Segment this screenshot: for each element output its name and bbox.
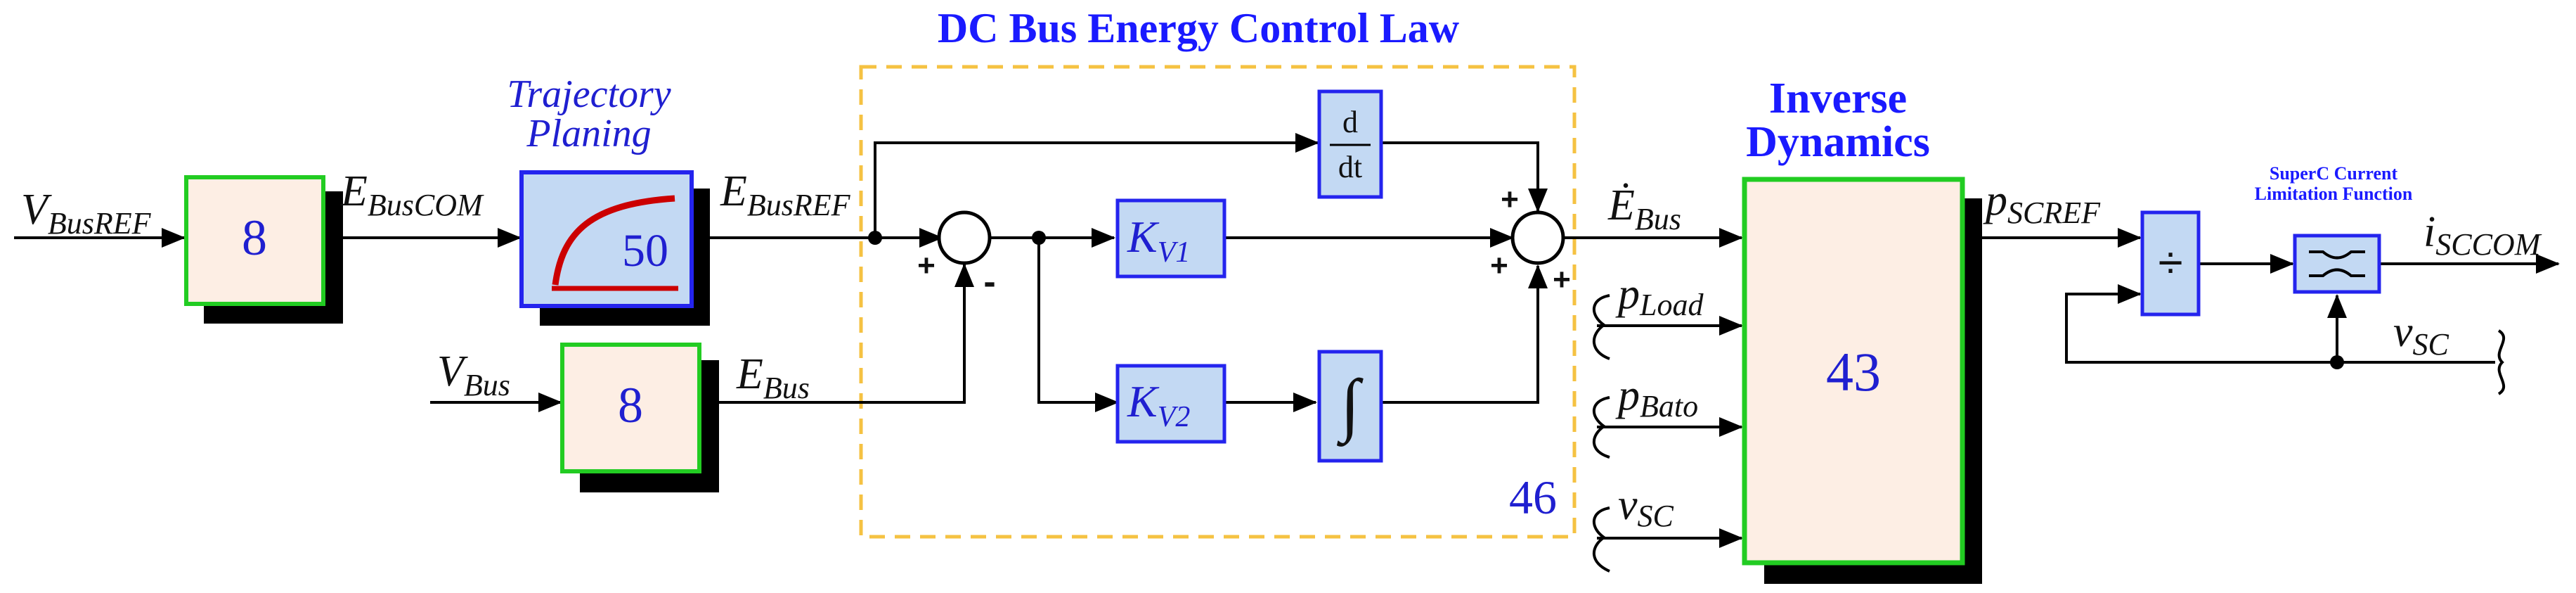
label-pscref: pSCREF <box>1983 177 2101 230</box>
gain-vbusref-value: 8 <box>242 210 267 266</box>
wire-integrator-sum2 <box>1381 264 1548 404</box>
inverse-dynamics-title-line1: Inverse <box>1769 75 1907 122</box>
gain-vbusref-block[interactable] <box>184 175 325 306</box>
derivative-numerator: d <box>1342 105 1358 139</box>
limiter-icon-top <box>2309 250 2365 260</box>
label-vbus: VBus <box>437 347 510 402</box>
label-vsc-feedback: vSC <box>2393 308 2449 362</box>
integrator-block[interactable] <box>1317 350 1383 463</box>
sum2-junction[interactable] <box>1510 210 1565 265</box>
brace-pbato <box>1592 396 1610 459</box>
control-law-frame <box>859 65 1577 539</box>
inverse-dynamics-title-line2: Dynamics <box>1746 118 1930 166</box>
divide-symbol: ÷ <box>2158 237 2182 288</box>
wire-derivative-sum2 <box>1381 141 1548 212</box>
limiter-icon-bottom <box>2309 268 2365 277</box>
inverse-dynamics-number: 43 <box>1826 341 1881 402</box>
label-vbusref: VBusREF <box>21 186 152 241</box>
control-law-title: DC Bus Energy Control Law <box>938 5 1460 51</box>
wire-error-kv2 <box>1037 238 1119 412</box>
trajectory-curve <box>552 195 675 286</box>
kv1-label: KV1 <box>1127 212 1190 269</box>
kv1-block[interactable] <box>1115 198 1226 279</box>
integrator-symbol: ∫ <box>1336 365 1364 447</box>
brace-pload <box>1592 294 1610 360</box>
label-ebus: EBus <box>736 350 810 405</box>
wire-to-derivative <box>874 133 1319 238</box>
derivative-denominator: dt <box>1338 150 1362 184</box>
brace-vsc <box>1592 506 1610 573</box>
sum2-plus-top: + <box>1501 182 1519 217</box>
label-ebuscom: EBusCOM <box>340 167 484 222</box>
sum2-plus-bottom: + <box>1553 262 1571 297</box>
divide-block[interactable] <box>2140 210 2201 317</box>
gain-vbus-block[interactable] <box>560 343 701 473</box>
junction-ebusref <box>868 231 882 245</box>
inverse-dynamics-block[interactable] <box>1742 177 1965 566</box>
trajectory-number: 50 <box>622 225 668 276</box>
sum1-plus-sign: + <box>917 248 936 283</box>
sum1-junction[interactable] <box>937 210 992 265</box>
label-ebusref: EBusREF <box>720 167 851 222</box>
junction-vsc <box>2330 355 2344 369</box>
superc-title-line1: SuperC Current <box>2270 163 2398 184</box>
kv2-label: KV2 <box>1127 376 1190 433</box>
sum1-minus-sign: - <box>983 262 995 302</box>
brace-vsc-feedback <box>2497 329 2505 395</box>
trajectory-title-line2: Planing <box>526 112 651 155</box>
label-ebusdot: ĖBus <box>1607 181 1681 236</box>
gain-vbus-value: 8 <box>618 377 643 433</box>
superc-title-line2: Limitation Function <box>2255 184 2413 204</box>
control-law-number: 46 <box>1509 471 1557 524</box>
label-pload: pLoad <box>1615 270 1704 322</box>
label-isccom: iSCCOM <box>2423 208 2542 262</box>
kv2-block[interactable] <box>1115 364 1226 444</box>
label-vsc: vSC <box>1618 481 1674 533</box>
wire-ebus-sum1 <box>717 263 974 404</box>
sum2-plus-left: + <box>1490 248 1508 283</box>
trajectory-block[interactable] <box>519 170 694 308</box>
label-pbato: pBato <box>1615 371 1698 423</box>
wire-vsc-divide <box>2065 284 2495 364</box>
limiter-block[interactable] <box>2293 234 2381 294</box>
trajectory-title-line1: Trajectory <box>507 72 671 116</box>
